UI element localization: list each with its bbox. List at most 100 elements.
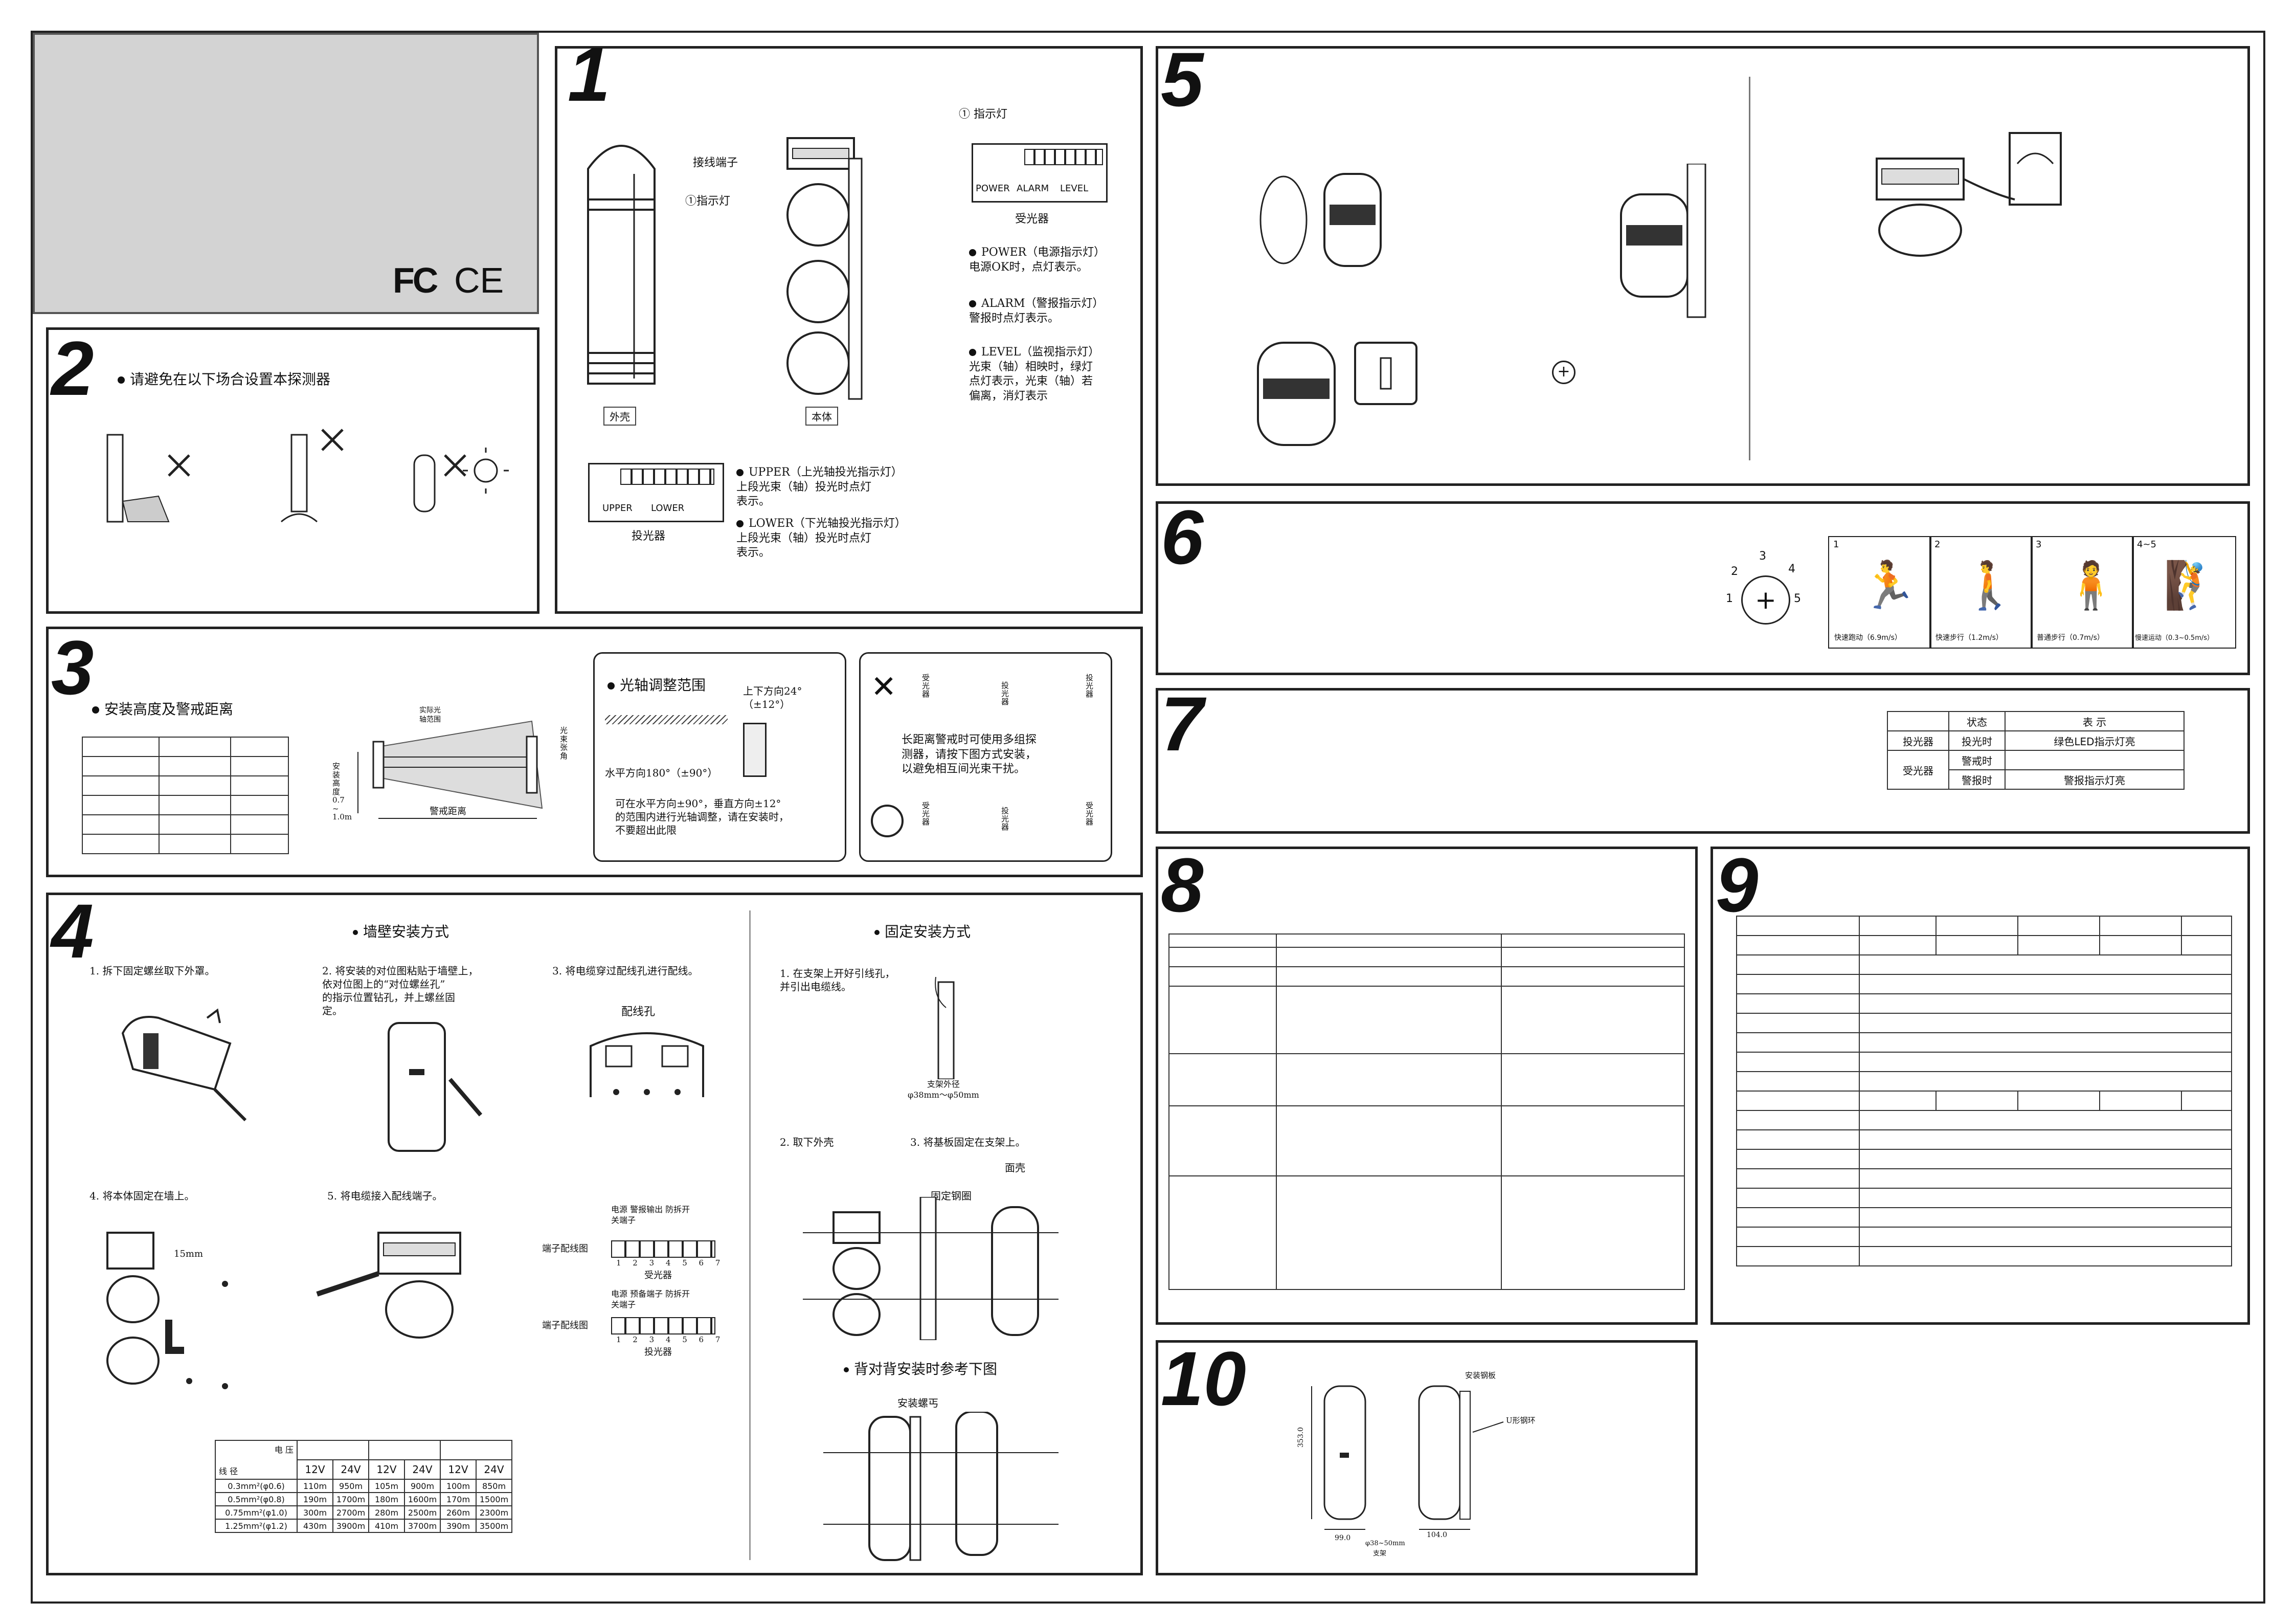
divider: [1749, 77, 1750, 460]
label-alert-distance: 警戒距离: [430, 806, 466, 817]
panel-number: 4~5: [2137, 539, 2156, 550]
rx-terminal-labels: 电源 警报输出 防拆开 关端子: [611, 1205, 690, 1225]
wire-cell: 170m: [440, 1492, 477, 1506]
tx-terminal-block: [611, 1317, 715, 1334]
axis-horizontal: 水平方向180°（±90°）: [605, 767, 718, 779]
section-number: 3: [51, 625, 94, 710]
panel-number: 3: [2036, 539, 2042, 550]
tx-label-a: 投 光 器: [1001, 681, 1009, 706]
s5-drawing-3: [1253, 338, 1422, 452]
rx-note-level-text: LEVEL（监视指示灯） 光束（轴）相映时，绿灯 点灯表示，光束（轴）若 偏离，…: [969, 346, 1100, 403]
voltage-cell: 24V: [476, 1459, 512, 1480]
wire-cell: 1.25mm²(φ1.2): [215, 1519, 298, 1533]
led-power: POWER: [976, 183, 1010, 194]
rx-terminal-numbers: 1 2 3 4 5 6 7: [616, 1258, 725, 1267]
wire-cell: 100m: [440, 1479, 477, 1493]
wire-cell: 105m: [368, 1479, 405, 1493]
long-note: 长距离警戒时可使用多组探 测器，请按下图方式安装， 以避免相互间光束干扰。: [902, 733, 1037, 776]
page-frame: [31, 31, 2265, 1604]
axis-title: 光轴调整范围: [607, 674, 706, 695]
step-w3: 3. 将电缆穿过配线孔进行配线。: [552, 965, 699, 977]
rx-led-panel: POWER ALARM LEVEL: [972, 143, 1108, 203]
wall-step1-drawing: [112, 1003, 261, 1132]
section-6: 6: [1156, 499, 2250, 675]
wire-cell: 900m: [404, 1479, 441, 1493]
wire-cell: 260m: [440, 1505, 477, 1520]
voltage-cell: 24V: [332, 1459, 369, 1480]
step-p2: 2. 取下外壳: [780, 1136, 834, 1148]
wire-cell: 0.3mm²(φ0.6): [215, 1479, 298, 1493]
tx-led-panel: UPPER LOWER: [588, 463, 724, 522]
rule: [1319, 46, 2250, 49]
step-w2: 2. 将安装的对位图粘贴于墙壁上， 依对位图上的“对位螺丝孔” 的指示位置钻孔，…: [322, 965, 479, 1017]
section-number: 7: [1161, 681, 1204, 767]
panel-caption: 普通步行（0.7m/s）: [2037, 634, 2104, 642]
wall-step5-drawing: [312, 1228, 465, 1342]
wire-cell: 300m: [297, 1505, 333, 1520]
s5-meter-drawing: [1872, 128, 2066, 263]
voltage-cell: 12V: [440, 1459, 477, 1480]
wire-cell: 2300m: [476, 1505, 512, 1520]
section-number: 5: [1161, 36, 1204, 122]
axis-title-text: 光轴调整范围: [620, 677, 706, 694]
wire-cell: 3500m: [476, 1519, 512, 1533]
motion-panel-1: 1 🏃 快速跑动（6.9m/s）: [1828, 536, 1931, 649]
divider: [749, 910, 751, 1560]
header-show: 表 示: [2005, 711, 2185, 731]
motion-panel-4: 4~5 🧗 慢速运动（0.3~0.5m/s）: [2132, 536, 2236, 649]
wire-table-corner: 电 压 线 径: [215, 1440, 298, 1480]
label-beam-real: 实际光 轴范围: [419, 706, 441, 724]
motion-panel-2: 2 🚶 快速步行（1.2m/s）: [1929, 536, 2033, 649]
dial-label-5: 5: [1794, 592, 1801, 605]
tx-terminal-numbers: 1 2 3 4 5 6 7: [616, 1335, 725, 1344]
long-distance-box: ✕ 受 光 器 投 光 器 投 光 器 长距离警戒时可使用多组探 测器，请按下图…: [859, 652, 1112, 862]
wire-cell: 110m: [297, 1479, 333, 1493]
section-number: 2: [51, 325, 94, 411]
label-plate: 安装钢板: [1465, 1371, 1496, 1380]
status-cell: 投光时: [1948, 730, 2006, 751]
rule: [711, 46, 1143, 49]
label-pole: φ38~50mm: [1365, 1540, 1405, 1547]
ce-logo: CE: [454, 260, 504, 300]
section-3-heading-text: 安装高度及警戒距离: [104, 701, 234, 718]
rx-label-d: 受 光 器: [1086, 801, 1094, 827]
step-p3: 3. 将基板固定在支架上。: [910, 1136, 1026, 1148]
motion-panel-3: 3 🧍 普通步行（0.7m/s）: [2031, 536, 2134, 649]
rx-label-a: 受 光 器: [922, 673, 930, 699]
led-upper: UPPER: [602, 503, 633, 514]
motion-panels: 1 🏃 快速跑动（6.9m/s） 2 🚶 快速步行（1.2m/s） 3 🧍 普通…: [1828, 536, 2237, 649]
status-cell: 警报指示灯亮: [2005, 769, 2185, 790]
install-distance-table: [82, 737, 289, 854]
adjust-screw-icon: +: [1552, 361, 1575, 384]
beam-range-diagram: [337, 706, 573, 841]
status-cell: 绿色LED指示灯亮: [2005, 730, 2185, 751]
status-table: 状态 表 示 投光器 投光时 绿色LED指示灯亮 受光器 警戒时 警报时 警报指…: [1887, 711, 2185, 790]
led-level: LEVEL: [1060, 183, 1089, 194]
step-w5: 5. 将电缆接入配线端子。: [327, 1190, 443, 1202]
ceiling-hatch: [605, 715, 728, 724]
s5-drawing-1: [1258, 164, 1391, 278]
spec-table: [1168, 933, 1685, 1290]
sensitivity-dial-icon[interactable]: +: [1741, 575, 1790, 625]
tx-caption: 投光器: [632, 530, 666, 543]
rx-terminal-caption: 受光器: [644, 1270, 672, 1281]
section-2-heading: 请避免在以下场合设置本探测器: [118, 368, 330, 389]
tx-terminal-title: 端子配线图: [542, 1320, 588, 1331]
pole-step1-drawing: [931, 976, 961, 1081]
troubleshoot-table: [1736, 916, 2232, 1266]
label-terminal: 接线端子: [693, 157, 738, 169]
wire-cell: 410m: [368, 1519, 405, 1533]
voltage-cell: 24V: [404, 1459, 441, 1480]
rx-note-power: POWER（电源指示灯） 电源OK时，点灯表示。: [969, 246, 1105, 275]
step-w4: 4. 将本体固定在墙上。: [89, 1190, 195, 1202]
back-heading-text: 背对背安装时参考下图: [854, 1361, 998, 1377]
dial-label-3: 3: [1759, 550, 1766, 563]
wall-heading-text: 墙壁安装方式: [363, 923, 449, 940]
label-pole-2: 支架: [1373, 1550, 1387, 1558]
wire-cell: 0.75mm²(φ1.0): [215, 1505, 298, 1520]
step-w4-label: 15mm: [174, 1249, 204, 1259]
tx-label-c: 投 光 器: [1001, 806, 1009, 832]
avoid-scene-1: [102, 425, 215, 529]
wire-cell: 280m: [368, 1505, 405, 1520]
status-cell: 警戒时: [1948, 750, 2006, 770]
